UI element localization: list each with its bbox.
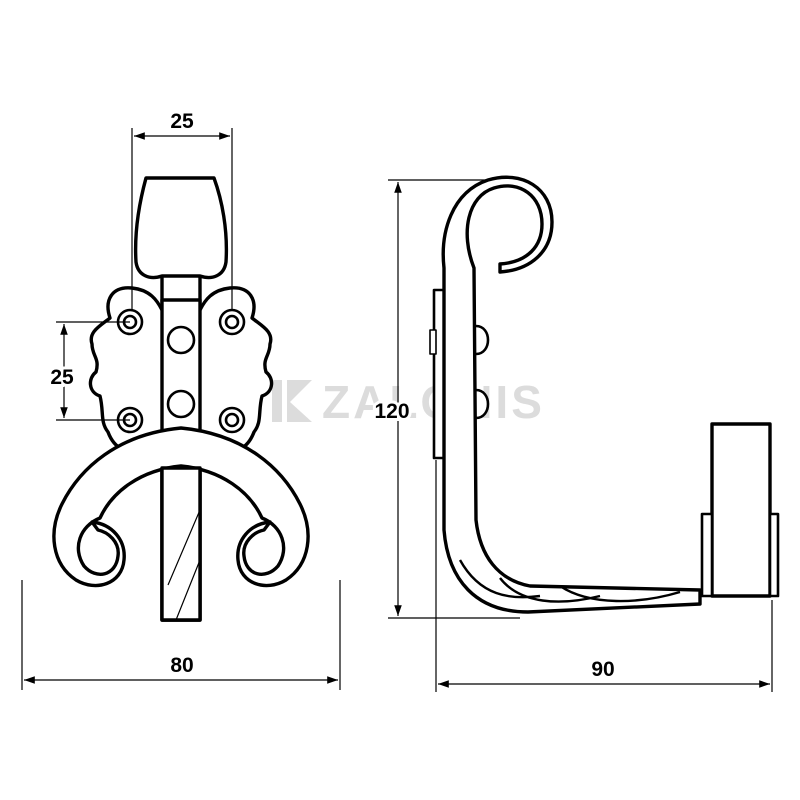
dimension-label-top-width: 25	[170, 110, 194, 133]
dimension-label-hole-spacing: 25	[50, 366, 74, 389]
side-backplate-edge	[429, 329, 437, 355]
hook-stem-lower	[160, 466, 202, 622]
dimension-label-projection: 90	[591, 658, 614, 681]
side-rivet-lower	[474, 388, 490, 420]
side-hook-tip	[710, 422, 772, 598]
dimension-side-height: 120	[371, 179, 520, 619]
dimension-side-projection: 90	[435, 460, 773, 692]
side-rivet-upper	[474, 324, 490, 356]
dimension-front-hole-spacing: 25	[47, 321, 130, 421]
dimension-label-height: 120	[374, 400, 409, 423]
screw-hole-inner-bottom-right	[224, 412, 240, 428]
front-view	[52, 176, 310, 622]
hook-top-tip	[133, 176, 229, 280]
watermark: ZALONIS	[272, 376, 545, 428]
dimension-front-overall-width: 80	[21, 580, 341, 690]
rivet-upper	[166, 325, 196, 355]
side-view	[429, 175, 780, 614]
side-hook-body	[441, 175, 702, 614]
screw-hole-inner-top-right	[224, 314, 240, 330]
watermark-text: ZALONIS	[322, 376, 545, 428]
dimension-label-overall-width: 80	[170, 654, 193, 677]
stem-twist-lower	[167, 509, 201, 621]
hook-curl-arm-shape	[52, 426, 310, 588]
brand-logo-icon	[272, 380, 312, 422]
dimension-front-top-width: 25	[131, 110, 233, 310]
rivet-lower	[166, 389, 196, 419]
side-hook-tip-collar	[700, 512, 780, 598]
side-twist-lines	[458, 559, 681, 603]
